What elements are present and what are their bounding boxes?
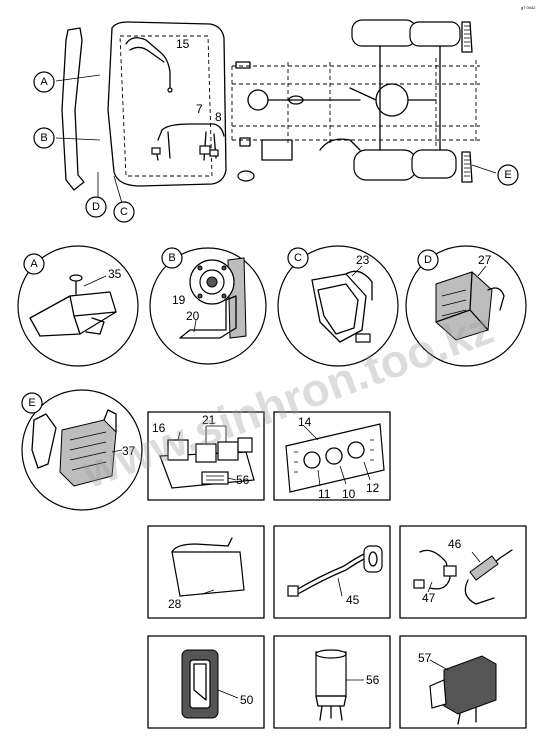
callout-d-letter: D <box>92 201 100 213</box>
part-number-21: 21 <box>202 413 216 427</box>
callout-b-letter: B <box>40 132 47 144</box>
detail-e-rear-lamp <box>21 389 143 511</box>
part-number-12: 12 <box>366 481 380 495</box>
part-number-27: 27 <box>478 253 492 267</box>
detail-a-connector <box>17 245 139 367</box>
part-number-28: 28 <box>168 597 182 611</box>
callout-b: B <box>33 127 55 149</box>
part-number-10: 10 <box>342 487 356 501</box>
chassis-frame <box>231 19 497 183</box>
detail-c-lamp <box>277 245 399 367</box>
box-instrument-panel <box>273 411 391 501</box>
box-rocker-switch-50 <box>147 635 265 729</box>
callout-a: A <box>33 71 55 93</box>
part-number-19: 19 <box>172 293 186 307</box>
cab-overview <box>55 21 227 211</box>
part-number-20: 20 <box>186 309 200 323</box>
box-lamp-cable-45 <box>273 525 391 619</box>
callout-e-detail: E <box>21 392 43 414</box>
part-number-14: 14 <box>298 415 312 429</box>
detail-d-lamp <box>405 245 527 367</box>
part-number-8: 8 <box>215 110 222 124</box>
callout-e-letter: E <box>504 169 511 181</box>
callout-c: C <box>113 201 135 223</box>
callout-e: E <box>497 164 519 186</box>
part-number-56-relay: 56 <box>236 473 250 487</box>
callout-a-letter: A <box>40 76 48 88</box>
part-number-50: 50 <box>240 693 254 707</box>
svg-text:A: A <box>30 258 38 270</box>
svg-text:D: D <box>424 254 432 266</box>
svg-text:E: E <box>28 397 35 409</box>
part-number-57: 57 <box>418 651 432 665</box>
part-number-16: 16 <box>152 421 166 435</box>
callout-c-detail: C <box>287 247 309 269</box>
box-lamp-28 <box>147 525 265 619</box>
part-number-7: 7 <box>196 102 203 116</box>
svg-text:B: B <box>168 252 175 264</box>
box-relay-panel <box>147 411 265 501</box>
callout-d: D <box>85 196 107 218</box>
corner-mark: g7 0042 <box>521 5 536 10</box>
part-number-46: 46 <box>448 537 462 551</box>
box-switch-57 <box>399 635 527 729</box>
callout-d-detail: D <box>417 249 439 271</box>
part-number-15: 15 <box>176 37 190 51</box>
box-combination-switch <box>399 525 527 619</box>
box-relay-56 <box>273 635 391 729</box>
svg-text:C: C <box>294 252 302 264</box>
part-number-37: 37 <box>122 444 136 458</box>
part-number-23: 23 <box>356 253 370 267</box>
callout-c-letter: C <box>120 206 128 218</box>
part-number-47: 47 <box>422 591 436 605</box>
callout-b-detail: B <box>161 247 183 269</box>
detail-b-lamp-socket <box>149 247 267 365</box>
part-number-56-relay-box: 56 <box>366 673 380 687</box>
part-number-35: 35 <box>108 267 122 281</box>
callout-a-detail: A <box>23 253 45 275</box>
part-number-11: 11 <box>318 487 331 501</box>
part-number-45: 45 <box>346 593 360 607</box>
